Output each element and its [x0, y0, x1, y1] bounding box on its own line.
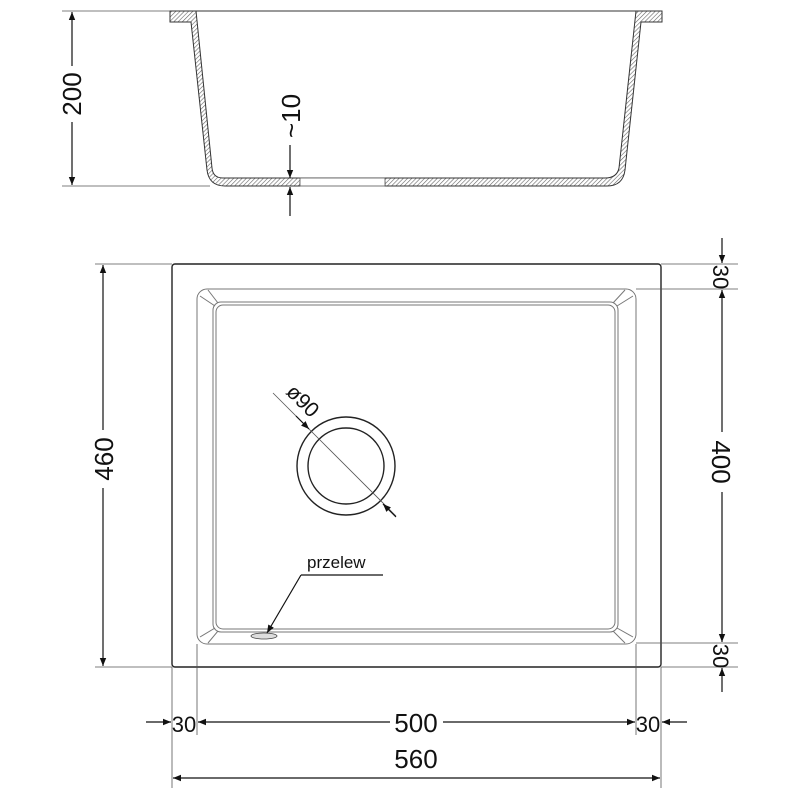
bowl-width-label: 500	[394, 708, 437, 738]
rim-top-label: 30	[708, 265, 733, 289]
drain-outer-circle	[296, 416, 396, 516]
overflow-label: przelew	[307, 553, 366, 572]
overflow-hole	[250, 632, 278, 640]
bowl-top-edge	[196, 288, 637, 645]
rim-bottom-label: 30	[708, 644, 733, 668]
bowl-depth-label: 400	[706, 440, 736, 483]
depth-dimension-label: 460	[89, 437, 119, 480]
bottom-thickness-label: ~10	[276, 94, 306, 138]
drain-diameter-label: ø90	[281, 380, 323, 422]
total-width-label: 560	[394, 744, 437, 774]
height-dimension-label: 200	[57, 72, 87, 115]
left-rim-width-label: 30	[172, 712, 196, 737]
sink-section-wall	[169, 10, 663, 187]
side-section-view: 200 ~10	[57, 10, 663, 216]
top-plan-view: ø90 przelew 460 30 400 30 30 500 3	[89, 238, 738, 788]
right-rim-width-label: 30	[636, 712, 660, 737]
drain-inner-circle	[307, 427, 385, 505]
bowl-bottom-edge	[212, 301, 619, 633]
sink-outer-rim	[171, 263, 662, 668]
